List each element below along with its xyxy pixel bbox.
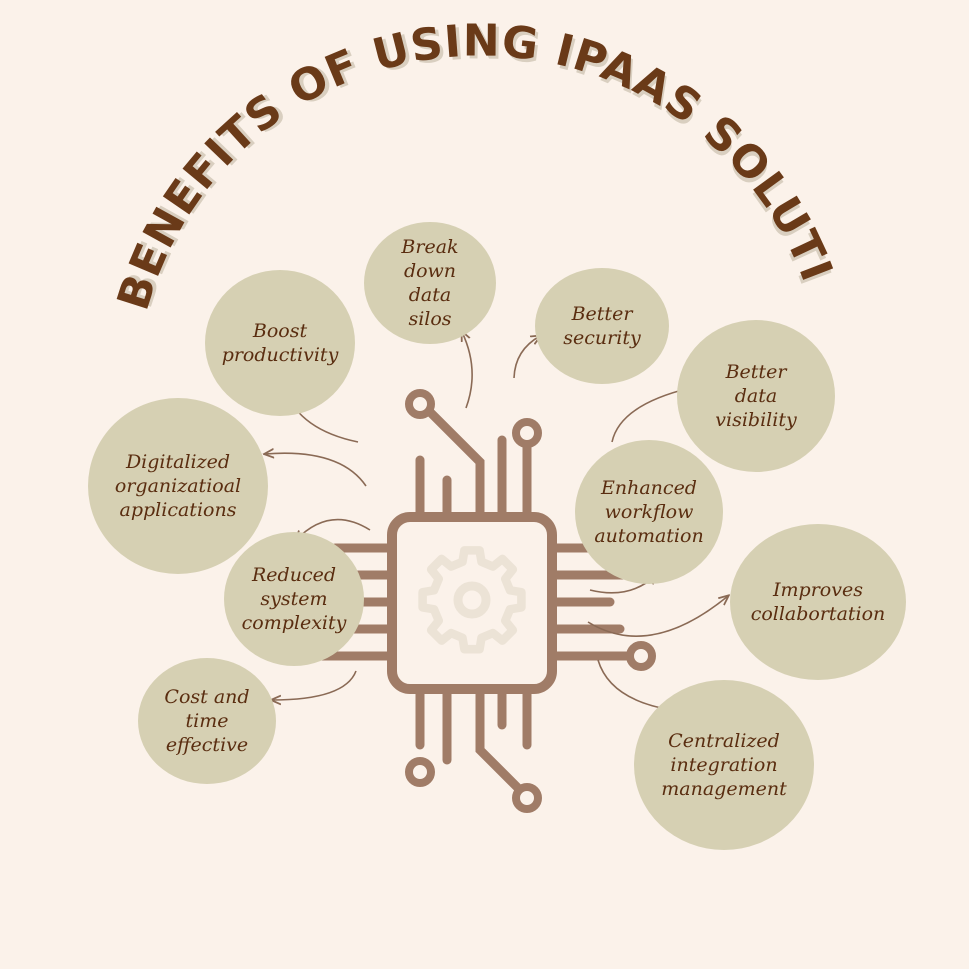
gear-icon — [418, 546, 526, 654]
benefit-enhanced-workflow-automation: Enhanced workflow automation — [575, 440, 723, 584]
benefit-reduced-system-complexity: Reduced system complexity — [224, 532, 364, 666]
benefit-digitalized-organizational-applications: Digitalized organizatioal applications — [88, 398, 268, 574]
benefit-better-data-visibility: Better data visibility — [677, 320, 835, 472]
benefit-improves-collaboration: Improves collabortation — [730, 524, 906, 680]
benefit-boost-productivity: Boost productivity — [205, 270, 355, 416]
benefit-better-security: Better security — [535, 268, 669, 384]
benefit-break-down-data-silos: Break down data silos — [364, 222, 496, 344]
benefit-centralized-integration-management: Centralized integration management — [634, 680, 814, 850]
benefit-cost-and-time-effective: Cost and time effective — [138, 658, 276, 784]
